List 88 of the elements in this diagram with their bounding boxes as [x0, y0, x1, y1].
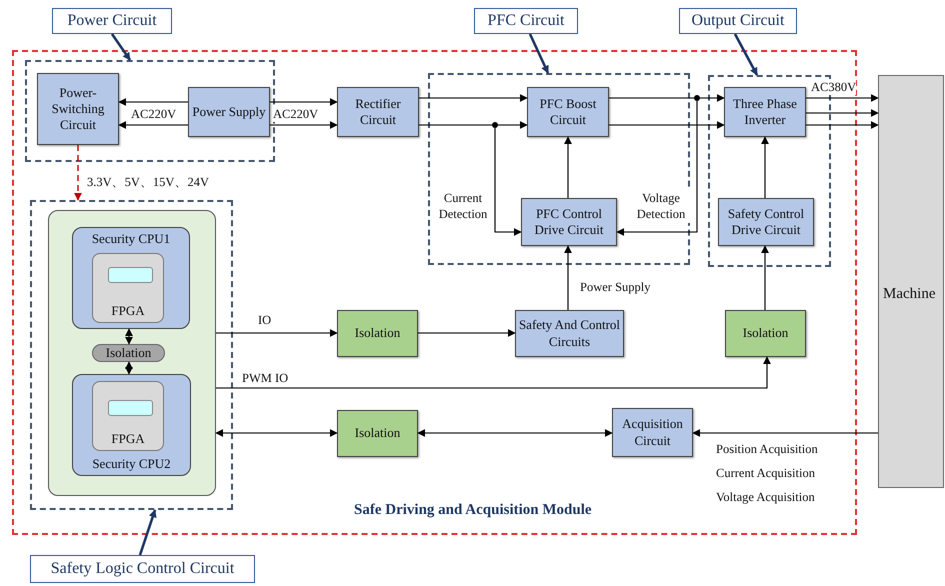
callout-box [52, 8, 172, 34]
arrow [806, 109, 879, 117]
node-label: Rectifier Circuit [354, 96, 402, 128]
node-label: Machine [882, 285, 936, 304]
callout-arrow [734, 33, 758, 76]
node-label: PFC Boost Circuit [538, 96, 598, 128]
arrow [74, 145, 82, 201]
arrow [494, 128, 522, 236]
chip-box [108, 267, 153, 283]
isolation-box [337, 410, 418, 457]
junction-dot [492, 122, 498, 128]
edge-label: AC380V [811, 79, 856, 96]
node-label: Power-Switching Circuit [50, 84, 106, 134]
node-label: FPGA [111, 302, 145, 319]
callout-label: Safety Logic Control Circuit [50, 559, 234, 579]
dashed-group-box [25, 60, 275, 162]
arrow [216, 356, 771, 389]
arrow [806, 121, 879, 129]
module-title: Safe Driving and Acquisition Module [354, 502, 592, 519]
process-box [37, 73, 119, 145]
arrow [761, 136, 769, 198]
arrow [118, 121, 188, 129]
fpga-box [92, 253, 164, 323]
node-label: Isolation [354, 425, 400, 442]
node-label: Security CPU2 [92, 456, 171, 472]
node-label: FPGA [111, 430, 145, 447]
arrow [700, 94, 725, 102]
arrow [609, 121, 725, 129]
process-box [724, 87, 806, 137]
machine-box [878, 75, 944, 488]
node-label: Security CPU1 [92, 231, 170, 248]
arrow [692, 429, 878, 437]
process-box [515, 310, 624, 357]
arrow [806, 94, 879, 102]
arrow [418, 329, 516, 337]
callout-label: PFC Circuit [488, 11, 564, 31]
callout-label: Power Circuit [67, 11, 157, 31]
arrow [419, 94, 528, 102]
arrow [761, 245, 769, 310]
arrow [125, 361, 133, 375]
arrow [564, 245, 572, 310]
node-label: PFC Control Drive Circuit [534, 206, 604, 238]
node-label: Isolation [354, 325, 400, 342]
junction-dot [694, 95, 700, 101]
callout-arrow [528, 33, 550, 74]
controller-panel [48, 210, 216, 496]
callout-arrow [138, 509, 157, 556]
dashed-group-box [30, 200, 233, 510]
edge-label: AC220V [273, 106, 318, 122]
arrow [498, 121, 528, 129]
process-box [527, 87, 609, 137]
process-box [188, 87, 270, 137]
chip-box [108, 400, 153, 416]
arrow [270, 121, 338, 129]
arrow [125, 328, 133, 345]
arrow [215, 429, 338, 437]
callout-box [474, 8, 578, 34]
node-label: Power Supply [192, 104, 266, 120]
arrow [417, 429, 613, 437]
isolation-pill [92, 344, 165, 362]
node-label: Safety And Control Circuits [518, 317, 621, 350]
callout-box [30, 555, 255, 583]
signal-label: Position Acquisition [716, 442, 818, 457]
cpu-box [72, 227, 190, 329]
edge-label: Power Supply [580, 279, 650, 296]
node-label: Safety Control Drive Circuit [726, 206, 806, 238]
node-label: Acquisition Circuit [621, 416, 684, 449]
arrow [616, 101, 698, 236]
signal-label: Current Acquisition [716, 466, 815, 481]
fpga-box [92, 381, 164, 451]
arrow [118, 98, 188, 106]
module-boundary [12, 50, 857, 535]
process-box [521, 198, 617, 246]
callout-label: Output Circuit [692, 11, 784, 31]
process-box [612, 408, 693, 457]
cpu-box [72, 374, 191, 476]
process-box [337, 87, 419, 137]
node-label: Isolation [106, 344, 152, 362]
node-label: Three Phase Inverter [732, 96, 798, 128]
node-label: Isolation [742, 325, 788, 342]
arrow [216, 329, 338, 337]
isolation-box [337, 310, 418, 357]
process-box [718, 198, 814, 246]
isolation-box [725, 310, 806, 357]
arrow [270, 98, 338, 106]
callout-box [679, 8, 797, 34]
signal-label: Voltage Acquisition [716, 490, 815, 505]
arrow [564, 136, 572, 198]
